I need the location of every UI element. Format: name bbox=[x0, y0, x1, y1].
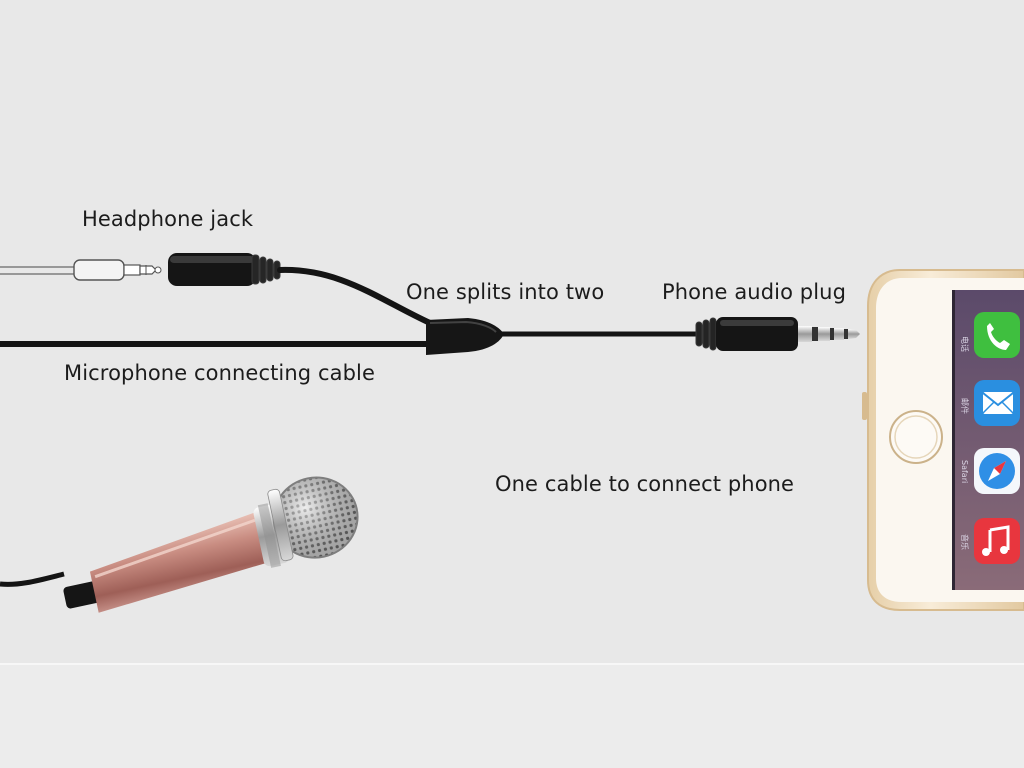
app-phone-icon bbox=[974, 312, 1020, 358]
app-safari-icon bbox=[974, 448, 1020, 494]
microphone-cable bbox=[0, 571, 65, 587]
app-label-phone: 电话 bbox=[960, 336, 970, 352]
label-microphone-cable: Microphone connecting cable bbox=[64, 361, 375, 385]
splitter bbox=[426, 318, 504, 355]
floor bbox=[0, 664, 1024, 768]
microphone bbox=[63, 476, 359, 613]
app-label-mail: 邮件 bbox=[960, 398, 970, 414]
app-music-icon bbox=[974, 518, 1020, 564]
app-label-safari: Safari bbox=[960, 460, 969, 483]
label-phone-audio-plug: Phone audio plug bbox=[662, 280, 846, 304]
app-mail-icon bbox=[974, 380, 1020, 426]
label-headphone-jack: Headphone jack bbox=[82, 207, 254, 231]
home-button-icon bbox=[889, 410, 943, 464]
label-connect-phone: One cable to connect phone bbox=[495, 472, 795, 496]
headphone-jack-socket bbox=[168, 253, 281, 286]
phone-audio-plug bbox=[695, 317, 860, 351]
label-splits-into-two: One splits into two bbox=[406, 280, 605, 304]
headphone-cable bbox=[0, 259, 162, 281]
jack-cable bbox=[277, 266, 433, 326]
app-label-music: 音乐 bbox=[960, 534, 970, 550]
